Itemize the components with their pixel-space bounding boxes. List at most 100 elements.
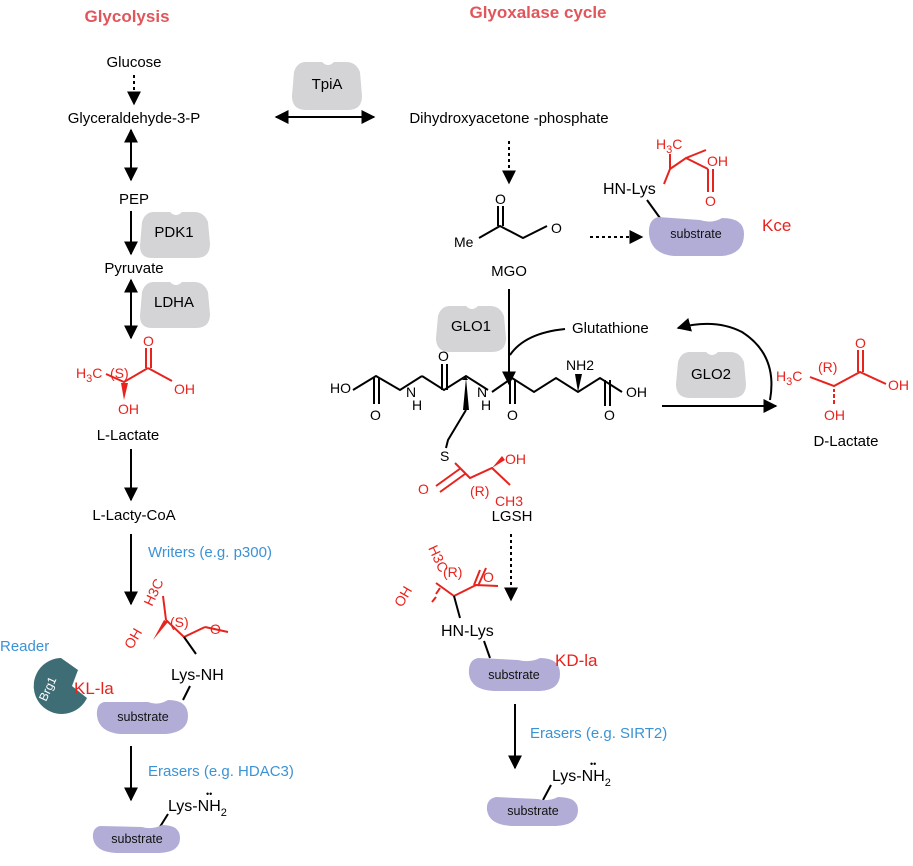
title-glyoxalase-cycle: Glyoxalase cycle [469,3,606,22]
svg-text:substrate: substrate [670,227,721,241]
svg-text:OH: OH [707,153,728,169]
svg-text:O: O [370,407,381,423]
svg-text:••: •• [590,759,596,769]
title-glycolysis: Glycolysis [84,7,169,26]
svg-text:O: O [438,348,449,364]
d-lactate-structure: H3C (R) O OH OH [776,335,909,423]
l-lactate-structure: H3C (S) O OH OH [76,333,195,417]
svg-text:H3C: H3C [656,136,682,156]
svg-text:H: H [481,397,491,413]
substrate-bottom-right: substrate [486,797,578,826]
svg-text:substrate: substrate [111,832,162,846]
svg-text:OH: OH [824,407,845,423]
reader-label: Reader [0,638,49,655]
pyruvate-label: Pyruvate [104,260,163,277]
svg-text:S: S [440,448,449,464]
g3p-label: Glyceraldehyde-3-P [68,110,201,127]
kce-structure: H3C OH O HN-Lys [603,136,728,219]
kl-la-structure: H3C (S) O OH Lys-NH [121,576,229,684]
glo2-enzyme: GLO2 [676,352,746,398]
svg-text:Me: Me [454,234,474,250]
svg-text:(S): (S) [170,614,189,630]
dhap-label: Dihydroxyacetone -phosphate [409,110,608,127]
d-lactate-label: D-Lactate [813,433,878,450]
pep-label: PEP [119,191,149,208]
svg-text:O: O [143,333,154,349]
l-lactate-label: L-Lactate [97,427,160,444]
tpia-enzyme: TpiA [292,62,362,110]
svg-text:OH: OH [174,381,195,397]
pdk1-enzyme: PDK1 [140,212,210,258]
glo2-label: GLO2 [691,366,731,383]
svg-text:HN-Lys: HN-Lys [603,181,656,198]
lys-nh2-right: Lys-NH2 •• [542,759,611,801]
kce-label: Kce [762,216,791,235]
lgsh-label: LGSH [492,508,533,525]
svg-text:O: O [855,335,866,351]
svg-text:H3C: H3C [140,576,166,608]
mgo-structure: Me O O [454,191,562,250]
substrate-left: substrate [96,700,188,734]
glo1-label: GLO1 [451,318,491,335]
ldha-label: LDHA [154,294,194,311]
svg-text:OH: OH [118,401,139,417]
svg-text:substrate: substrate [507,804,558,818]
svg-text:OH: OH [888,377,909,393]
svg-text:H: H [412,397,422,413]
svg-text:(R): (R) [470,483,489,499]
svg-text:(S): (S) [110,365,129,381]
kd-la-label: KD-la [555,651,598,670]
svg-text:CH3: CH3 [495,493,523,509]
brg1-reader: Brg1 [33,658,87,714]
svg-text:H3C: H3C [776,368,802,388]
substrate-kdla: substrate [468,658,560,691]
glucose-label: Glucose [106,54,161,71]
glutathione-label: Glutathione [572,320,649,337]
svg-text:OH: OH [391,583,415,609]
ldha-enzyme: LDHA [140,282,210,328]
svg-text:O: O [507,407,518,423]
svg-text:O: O [604,407,615,423]
svg-text:NH2: NH2 [566,357,594,373]
erasers-left-label: Erasers (e.g. HDAC3) [148,763,294,780]
l-lactyl-coa-label: L-Lacty-CoA [92,507,175,524]
svg-text:O: O [705,193,716,209]
svg-text:O: O [483,569,494,585]
svg-text:HN-Lys: HN-Lys [441,623,494,640]
svg-text:O: O [210,621,221,637]
svg-text:substrate: substrate [488,668,539,682]
mgo-label: MGO [491,263,527,280]
svg-text:OH: OH [626,384,647,400]
svg-text:O: O [418,481,429,497]
glo2-curve-arrow [676,317,773,401]
lgsh-structure: HO O H N O S N H O NH2 O OH [330,348,647,464]
svg-text:••: •• [206,789,212,799]
svg-text:N: N [477,384,487,400]
glo1-enzyme: GLO1 [436,306,506,352]
svg-text:O: O [495,191,506,207]
svg-text:substrate: substrate [117,710,168,724]
kl-la-label: KL-la [74,679,114,698]
svg-text:O: O [551,220,562,236]
svg-text:Lys-NH2: Lys-NH2 [552,768,611,789]
substrate-kce: substrate [648,217,744,256]
substrate-bottom-left: substrate [92,825,180,853]
tpia-label: TpiA [312,76,343,93]
svg-text:Lys-NH: Lys-NH [171,667,224,684]
svg-text:HO: HO [330,380,351,396]
lys-nh2-left: Lys-NH2 •• [157,789,227,831]
svg-text:(R): (R) [818,359,837,375]
svg-text:OH: OH [505,451,526,467]
svg-text:N: N [406,384,416,400]
svg-text:H3C: H3C [76,365,102,385]
lgsh-lactyl-red: O (R) OH CH3 [418,451,526,509]
writers-label: Writers (e.g. p300) [148,544,272,561]
pdk1-label: PDK1 [154,224,193,241]
svg-text:(R): (R) [443,564,462,580]
glutathione-curve [509,328,566,356]
svg-text:OH: OH [121,625,145,651]
kd-la-structure: H3C (R) O OH HN-Lys [391,543,499,659]
erasers-right-label: Erasers (e.g. SIRT2) [530,725,667,742]
svg-text:Lys-NH2: Lys-NH2 [168,798,227,819]
